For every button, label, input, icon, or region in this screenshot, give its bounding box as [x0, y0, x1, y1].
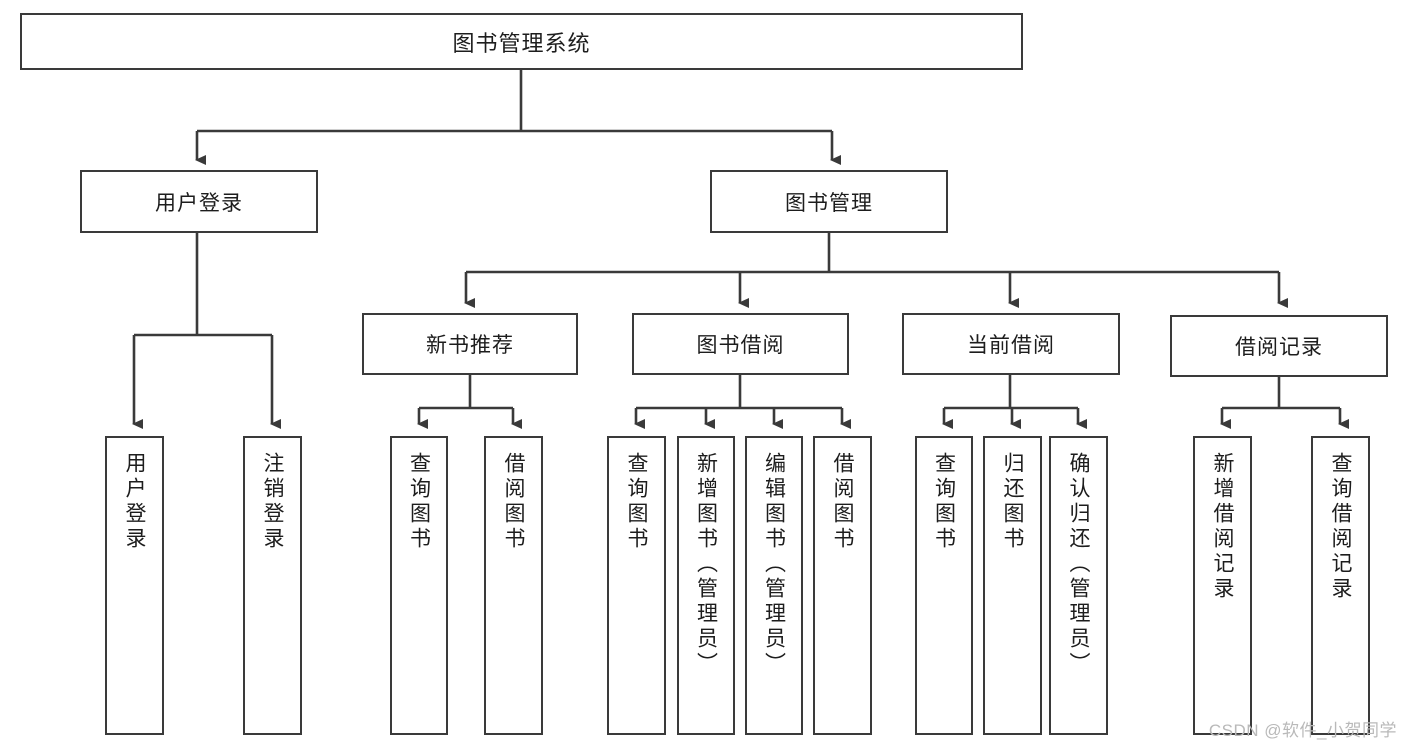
node-borrow-record[interactable]: 借阅记录: [1170, 315, 1388, 377]
node-book-management[interactable]: 图书管理: [710, 170, 948, 233]
leaf-query-record[interactable]: 查询借阅记录: [1311, 436, 1370, 735]
leaf-query-book-3[interactable]: 查询图书: [915, 436, 973, 735]
leaf-query-book-1[interactable]: 查询图书: [390, 436, 448, 735]
node-label: 查询图书: [625, 452, 648, 552]
node-label: 当前借阅: [967, 334, 1055, 357]
node-user-login[interactable]: 用户登录: [80, 170, 318, 233]
leaf-confirm-return[interactable]: 确认归还（管理员）: [1049, 436, 1108, 735]
node-root-book-management-system[interactable]: 图书管理系统: [20, 13, 1023, 70]
node-label: 新增图书（管理员）: [694, 452, 718, 677]
leaf-borrow-book-2[interactable]: 借阅图书: [813, 436, 872, 735]
leaf-borrow-book-1[interactable]: 借阅图书: [484, 436, 543, 735]
leaf-user-login[interactable]: 用户登录: [105, 436, 164, 735]
node-label: 图书管理系统: [452, 30, 591, 56]
node-label: 图书借阅: [696, 334, 785, 357]
node-label: 借阅图书: [831, 452, 854, 552]
leaf-add-book[interactable]: 新增图书（管理员）: [677, 436, 735, 735]
node-label: 归还图书: [1001, 452, 1024, 552]
leaf-edit-book[interactable]: 编辑图书（管理员）: [745, 436, 803, 735]
node-label: 查询图书: [932, 452, 956, 552]
node-label: 新增借阅记录: [1211, 452, 1234, 602]
node-label: 借阅记录: [1235, 336, 1323, 359]
node-label: 图书管理: [785, 191, 873, 215]
node-label: 用户登录: [155, 191, 243, 215]
leaf-add-record[interactable]: 新增借阅记录: [1193, 436, 1252, 735]
node-label: 借阅图书: [502, 452, 525, 552]
node-new-book-recommend[interactable]: 新书推荐: [362, 313, 578, 375]
node-label: 确认归还（管理员）: [1067, 452, 1090, 677]
leaf-query-book-2[interactable]: 查询图书: [607, 436, 666, 735]
node-label: 编辑图书（管理员）: [762, 452, 786, 677]
node-current-borrow[interactable]: 当前借阅: [902, 313, 1120, 375]
leaf-logout[interactable]: 注销登录: [243, 436, 302, 735]
node-label: 注销登录: [261, 452, 284, 552]
leaf-return-book[interactable]: 归还图书: [983, 436, 1042, 735]
node-book-borrow[interactable]: 图书借阅: [632, 313, 849, 375]
node-label: 用户登录: [123, 452, 146, 552]
node-label: 新书推荐: [426, 334, 514, 357]
node-label: 查询图书: [407, 452, 431, 552]
node-label: 查询借阅记录: [1329, 452, 1352, 602]
